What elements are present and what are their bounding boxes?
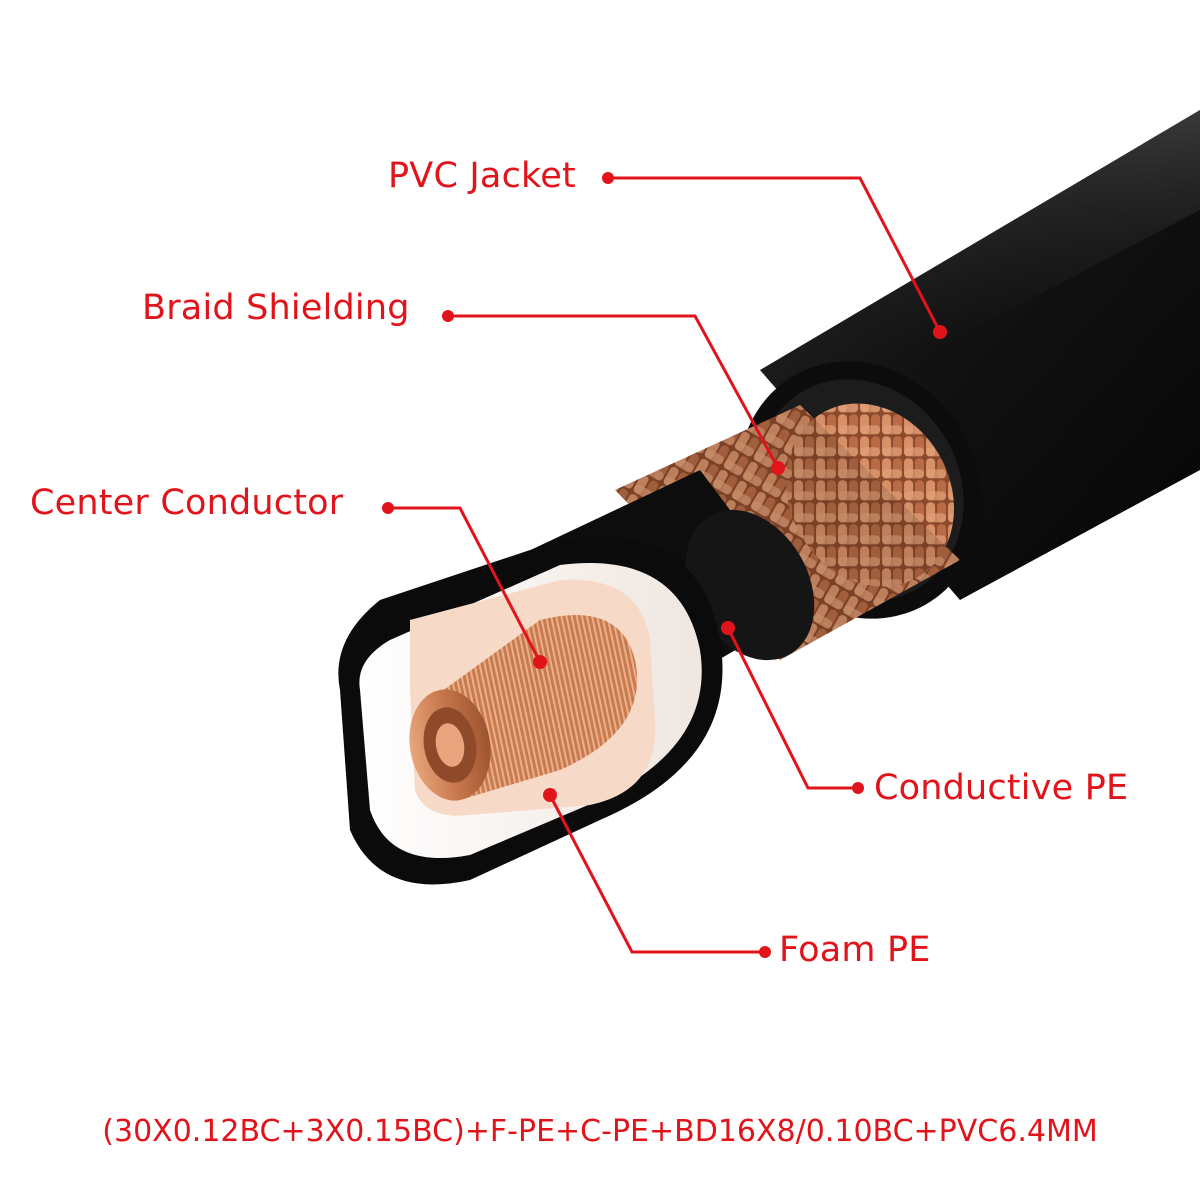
callout-line-foam-pe bbox=[548, 794, 765, 954]
label-conductive-pe: Conductive PE bbox=[874, 768, 1129, 808]
dot-foam-start bbox=[543, 788, 557, 802]
callout-line-pvc-jacket bbox=[608, 176, 942, 333]
callout-lines bbox=[388, 176, 942, 954]
braid-shielding-layer bbox=[615, 403, 960, 660]
dot-braid-end bbox=[771, 461, 785, 475]
dot-cpe-start bbox=[721, 621, 735, 635]
dot-cpe-end bbox=[852, 782, 864, 794]
label-center-conductor: Center Conductor bbox=[30, 483, 344, 523]
callout-line-center-conductor bbox=[388, 506, 542, 663]
cable-cut-end bbox=[338, 537, 723, 885]
callout-dots bbox=[382, 172, 947, 958]
dot-foam-end bbox=[759, 946, 771, 958]
dot-pvc-end bbox=[933, 325, 947, 339]
dot-pvc-start bbox=[602, 172, 614, 184]
label-foam-pe: Foam PE bbox=[779, 930, 931, 970]
callout-line-braid-shielding bbox=[448, 314, 780, 469]
dot-center-end bbox=[533, 655, 547, 669]
dot-braid-start bbox=[442, 310, 454, 322]
label-braid-shielding: Braid Shielding bbox=[142, 288, 410, 328]
callout-line-conductive-pe bbox=[726, 627, 858, 790]
label-pvc-jacket: PVC Jacket bbox=[388, 156, 576, 196]
dot-center-start bbox=[382, 502, 394, 514]
cable-spec-line: (30X0.12BC+3X0.15BC)+F-PE+C-PE+BD16X8/0.… bbox=[102, 1114, 1098, 1149]
center-conductor-layer bbox=[409, 615, 638, 801]
